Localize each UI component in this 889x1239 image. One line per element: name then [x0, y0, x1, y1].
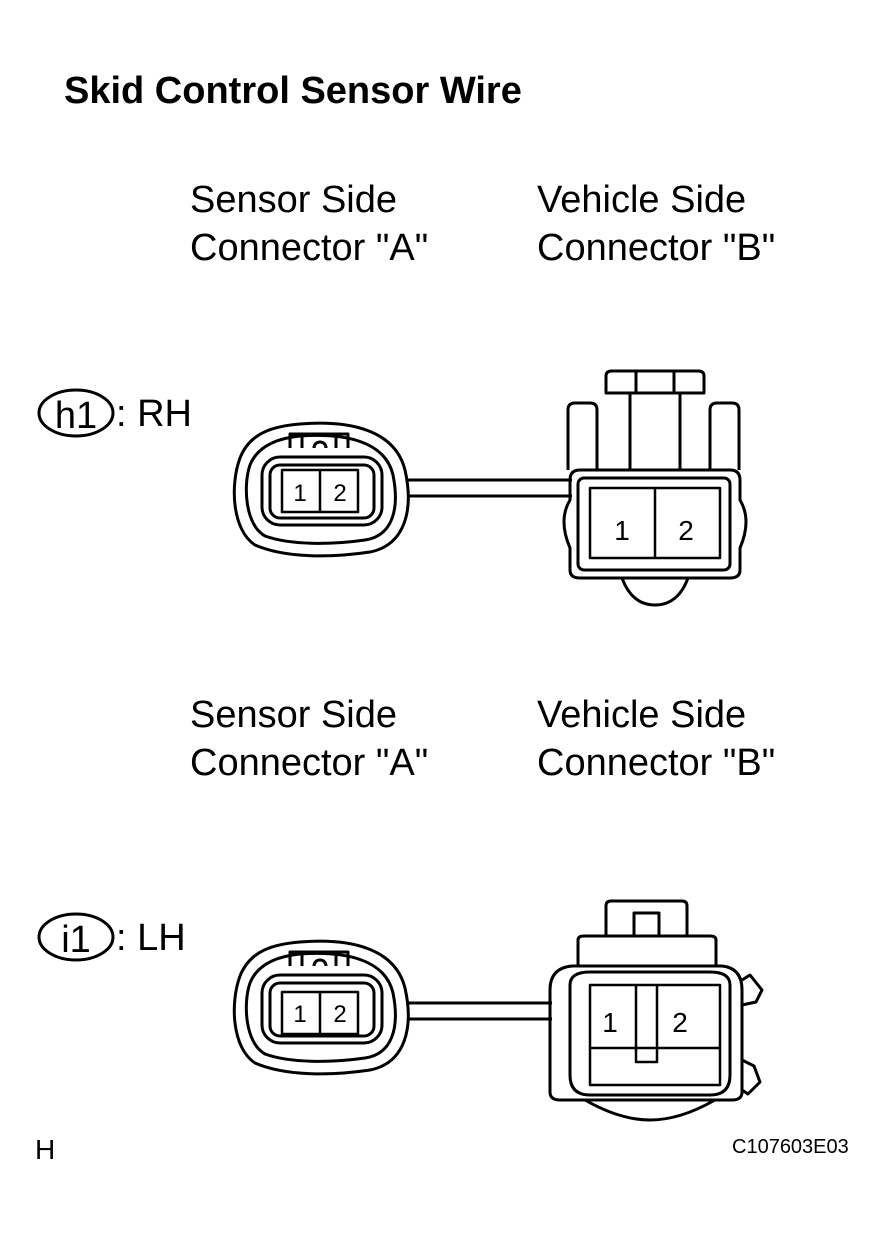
- pin-1-label: 1: [614, 515, 630, 546]
- side-tag-rh: : RH: [116, 393, 192, 435]
- pin-1-label: 1: [293, 1001, 306, 1028]
- vehicle-label-line2: Connector "B": [537, 742, 776, 784]
- wire-rh: [407, 478, 572, 498]
- sensor-label-line2: Connector "A": [190, 742, 429, 784]
- sensor-connector-a-lh: 1 2: [232, 939, 410, 1076]
- vehicle-connector-b-rh: 1 2: [562, 369, 748, 607]
- diagram-title: Skid Control Sensor Wire: [64, 70, 522, 112]
- pin-2-label: 2: [333, 480, 346, 507]
- connector-code-badge-h1: h1: [37, 388, 115, 438]
- wire-lh: [407, 1001, 552, 1021]
- vehicle-label-line2: Connector "B": [537, 227, 776, 269]
- vehicle-connector-b-lh: 1 2: [548, 899, 764, 1122]
- vehicle-side-connector-b-label-rh: Vehicle Side Connector "B": [537, 176, 775, 272]
- vehicle-label-line1: Vehicle Side: [537, 179, 747, 221]
- pin-2-label: 2: [333, 1001, 346, 1028]
- vehicle-label-line1: Vehicle Side: [537, 694, 747, 736]
- vehicle-side-connector-b-label-lh: Vehicle Side Connector "B": [537, 691, 775, 787]
- sensor-label-line1: Sensor Side: [190, 179, 398, 221]
- sensor-connector-a-rh: 1 2: [232, 421, 410, 558]
- connector-code-text: h1: [55, 395, 97, 437]
- pin-1-label: 1: [602, 1007, 618, 1038]
- pin-2-label: 2: [678, 515, 694, 546]
- sensor-side-connector-a-label-lh: Sensor Side Connector "A": [190, 691, 428, 787]
- pin-1-label: 1: [293, 480, 306, 507]
- connector-code-badge-i1: i1: [37, 912, 115, 962]
- sensor-label-line1: Sensor Side: [190, 694, 398, 736]
- pin-2-label: 2: [672, 1007, 688, 1038]
- footer-left-code: H: [35, 1134, 56, 1165]
- sensor-side-connector-a-label-rh: Sensor Side Connector "A": [190, 176, 428, 272]
- sensor-label-line2: Connector "A": [190, 227, 429, 269]
- figure-code: C107603E03: [732, 1136, 849, 1158]
- connector-code-text: i1: [61, 919, 91, 961]
- side-tag-lh: : LH: [116, 917, 186, 959]
